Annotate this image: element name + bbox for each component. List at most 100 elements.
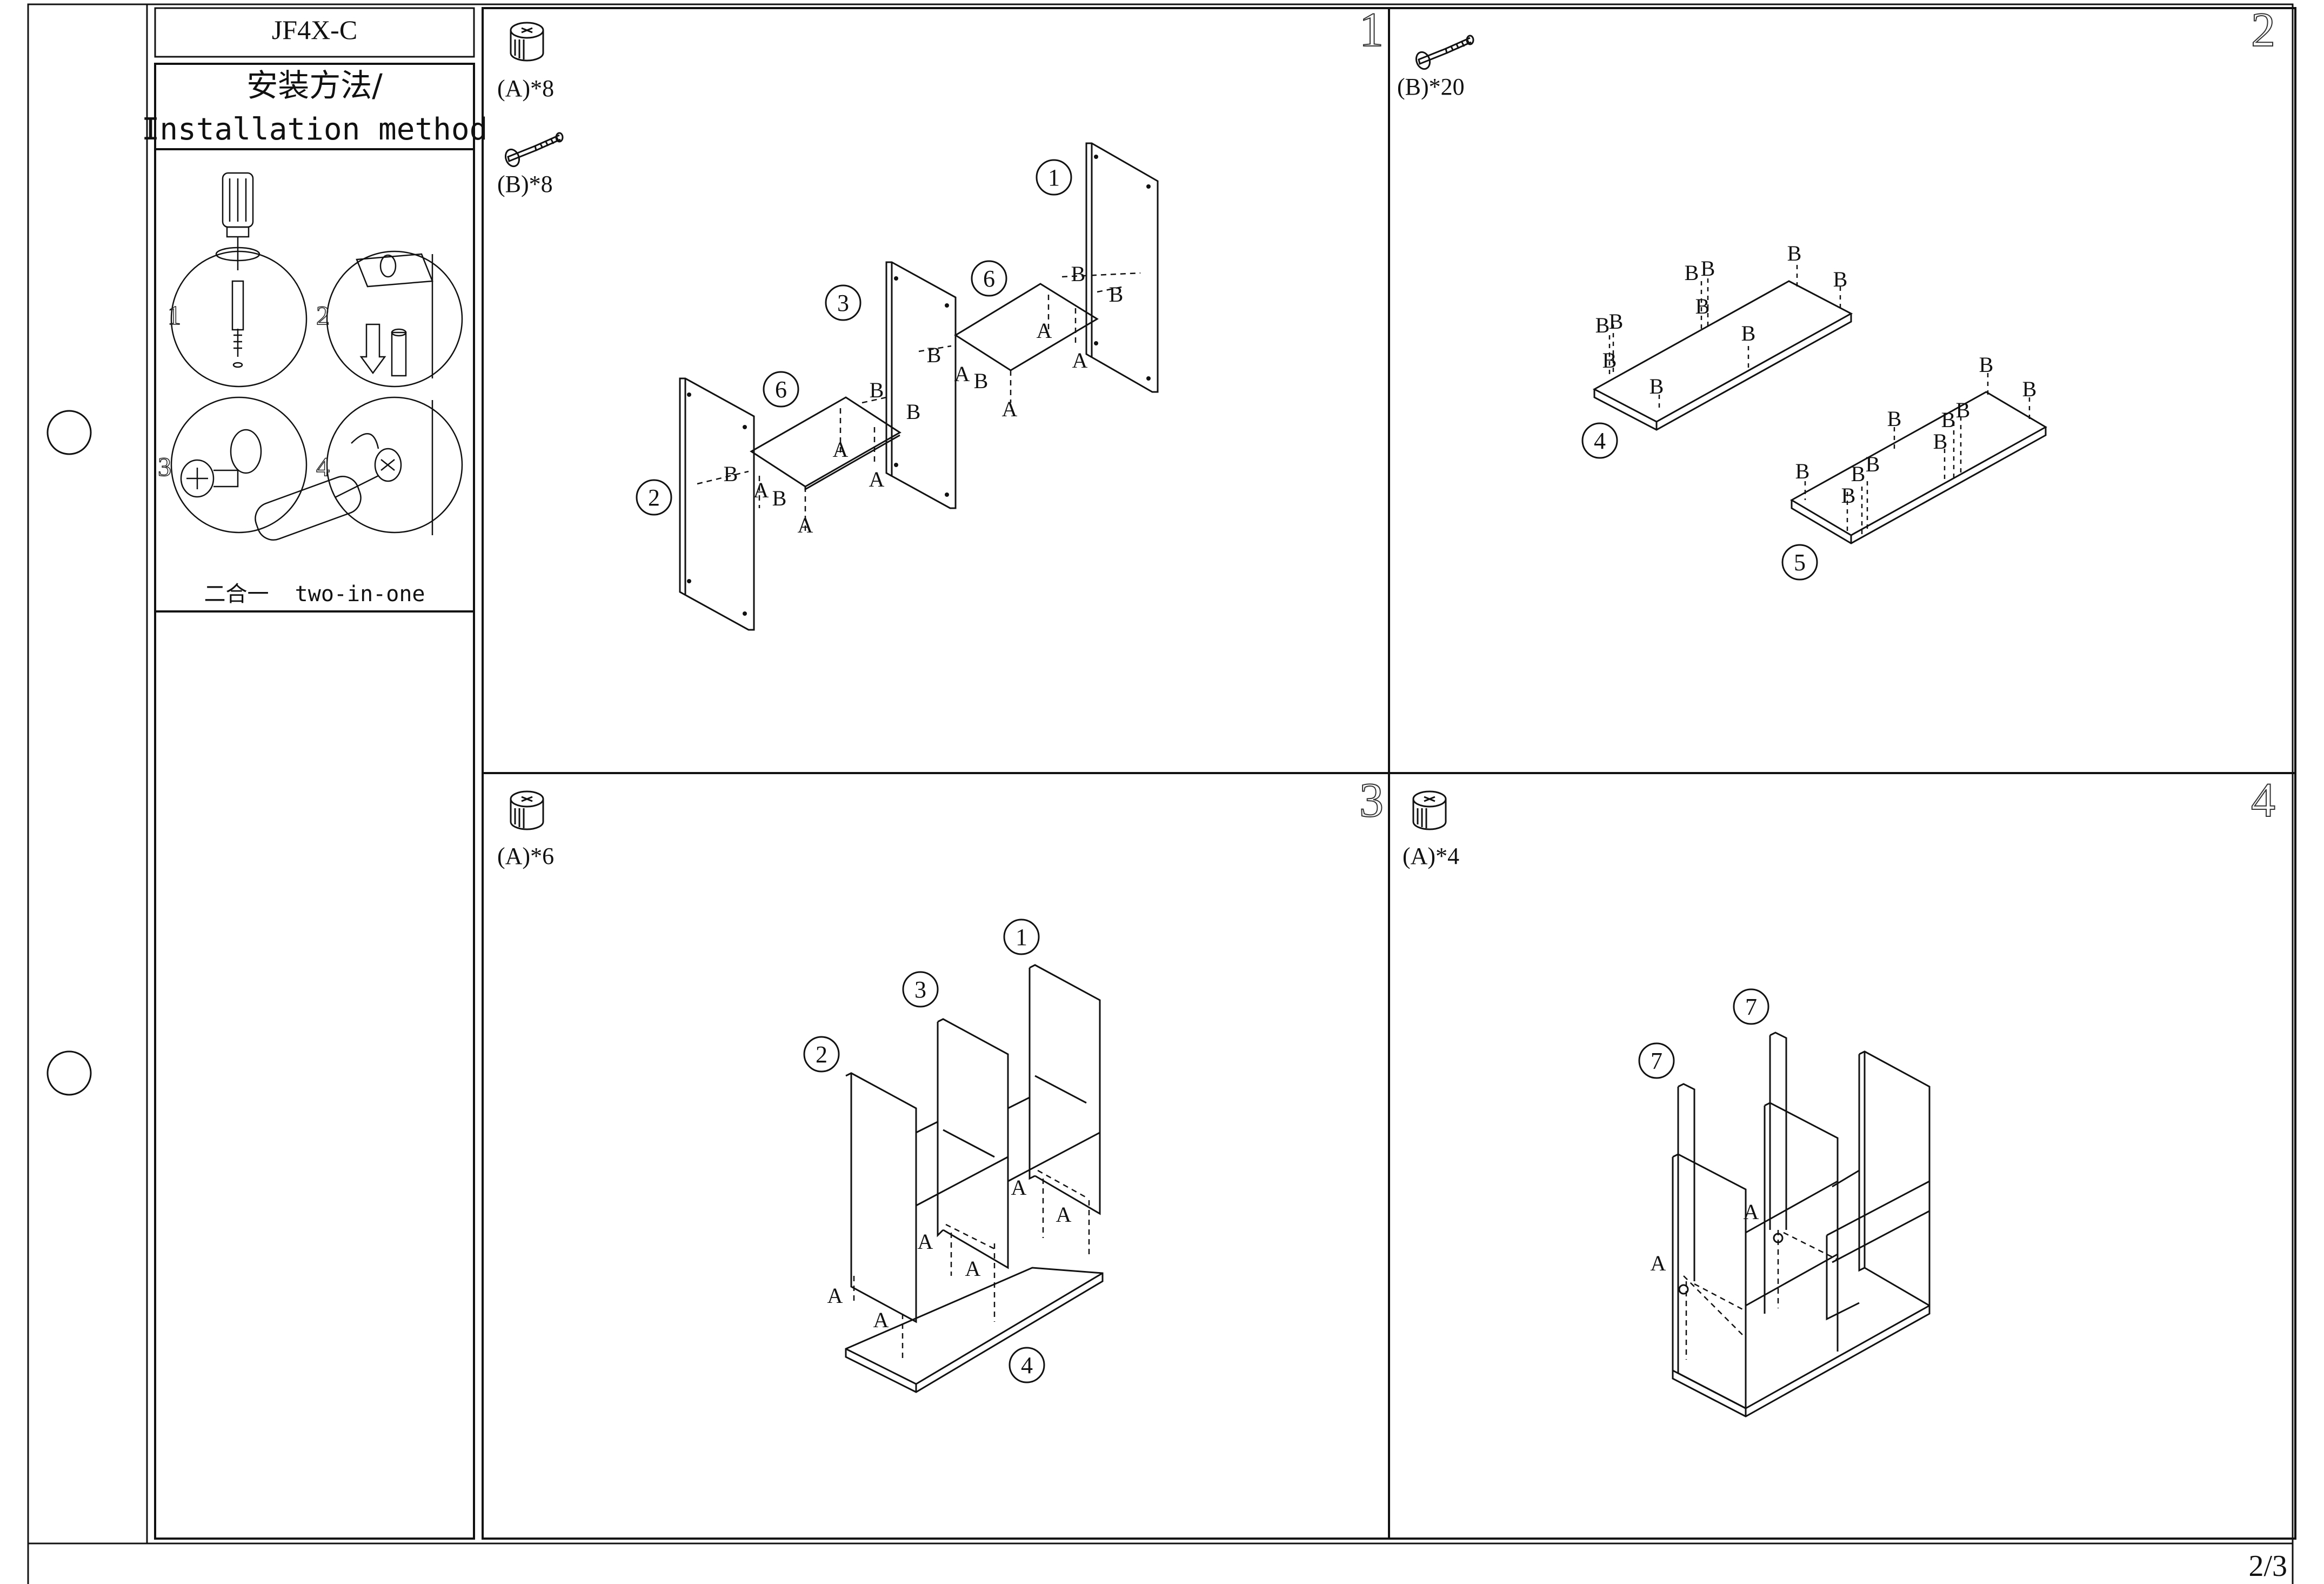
- part-number: 2: [816, 1041, 827, 1068]
- hole-label-b: B: [1595, 313, 1610, 337]
- hole-label-b: B: [1795, 459, 1810, 483]
- hole-label-a: A: [1037, 318, 1052, 343]
- hole-label-a: A: [1651, 1251, 1666, 1275]
- cam-bolt-b-icon: [504, 132, 564, 168]
- method-illustration-box: [154, 148, 475, 613]
- hole-label-a: A: [965, 1256, 981, 1281]
- callout-3: [825, 284, 862, 321]
- connector-7-left: [1678, 1083, 1695, 1281]
- hole-label-b: B: [1833, 267, 1848, 291]
- part-number: 5: [1794, 549, 1806, 576]
- page-number: 2/3: [2248, 1549, 2287, 1583]
- callout-7-right: [1733, 988, 1769, 1025]
- hole-label-b: B: [1071, 262, 1086, 286]
- panel-4: [1592, 280, 1853, 423]
- step-number-2: 2: [2251, 3, 2275, 57]
- hole-label-b: B: [927, 343, 941, 367]
- shelf-6-left: [750, 396, 901, 488]
- hole-label-b: B: [1685, 261, 1699, 285]
- step2-diagram: [1592, 265, 2048, 544]
- panel-2: [845, 1072, 917, 1323]
- hole-label-a: A: [753, 478, 769, 502]
- callout-2: [803, 1036, 840, 1073]
- panel-2: [679, 377, 755, 631]
- hole-label-b: B: [1695, 294, 1710, 318]
- hole-label-b: B: [1602, 348, 1617, 372]
- panel-2: [1672, 1153, 1747, 1410]
- substep-number-4: 4: [316, 451, 330, 482]
- hole-label-b: B: [1741, 321, 1756, 345]
- hole-label-b: B: [1956, 398, 1971, 422]
- hole-label-b: B: [1887, 407, 1902, 431]
- step-number-4: 4: [2251, 774, 2275, 827]
- outer-frame: [27, 3, 2294, 1584]
- step-number-3: 3: [1359, 774, 1384, 827]
- step4-diagram: [1672, 1031, 1931, 1417]
- base-panel-4: [845, 1267, 1104, 1393]
- panel-1: [1029, 964, 1101, 1215]
- cam-bolt-b-icon: [1415, 35, 1474, 70]
- hole-label-b: B: [1941, 408, 1956, 432]
- step-number-1: 1: [1359, 3, 1384, 57]
- hardware-label-step1-a: (A)*8: [497, 75, 554, 102]
- connector-7-right: [1769, 1031, 1787, 1230]
- substep-circle-1: [170, 250, 308, 388]
- hole-label-b: B: [870, 378, 884, 402]
- part-number: 3: [837, 290, 849, 316]
- cam-lock-a-icon: [510, 22, 544, 62]
- step3-diagram: [845, 964, 1104, 1393]
- shelf-6-right: [954, 283, 1099, 371]
- hole-label-b: B: [906, 400, 921, 424]
- part-number: 7: [1745, 994, 1757, 1020]
- callout-2: [636, 479, 672, 516]
- callout-5: [1781, 544, 1818, 581]
- hardware-label-step1-b: (B)*8: [497, 171, 553, 197]
- hole-label-a: A: [1011, 1175, 1027, 1200]
- hole-label-a: A: [918, 1229, 933, 1254]
- hole-label-b: B: [724, 462, 738, 486]
- hole-label-b: B: [772, 486, 787, 510]
- callout-1: [1036, 159, 1072, 196]
- panel-5: [1789, 391, 2048, 536]
- cam-bolt-icon: [231, 280, 244, 368]
- substep-circle-3: [170, 396, 308, 534]
- hole-label-a: A: [827, 1283, 843, 1308]
- notes-box: [154, 610, 475, 1540]
- panel-3: [885, 261, 957, 509]
- hardware-label-step2-b: (B)*20: [1397, 74, 1465, 100]
- binder-hole-top: [46, 410, 92, 455]
- hardware-label-step3-a: (A)*6: [497, 843, 554, 869]
- hole-label-a: A: [833, 437, 849, 462]
- hole-label-b: B: [1866, 452, 1880, 476]
- hole-label-a: A: [873, 1308, 889, 1332]
- substep-number-1: 1: [168, 300, 181, 330]
- part-number: 7: [1651, 1048, 1662, 1074]
- hole-label-b: B: [1701, 256, 1715, 281]
- hole-label-b: B: [1609, 309, 1624, 334]
- hole-label-b: B: [1851, 462, 1866, 486]
- substep-circle-2: [326, 250, 463, 388]
- hole-label-b: B: [1787, 241, 1802, 265]
- callout-4: [1581, 422, 1618, 459]
- panel-3: [1764, 1102, 1839, 1352]
- method-caption: 二合一 two-in-one: [204, 582, 425, 607]
- part-number: 4: [1594, 428, 1606, 454]
- panel-1: [1085, 142, 1159, 393]
- part-number: 3: [914, 976, 926, 1003]
- part-number: 6: [775, 376, 787, 403]
- binder-hole-bottom: [46, 1050, 92, 1096]
- model-box: [154, 7, 475, 58]
- hole-label-a: A: [1744, 1200, 1759, 1224]
- method-illustration: [170, 172, 463, 541]
- hole-label-b: B: [2022, 377, 2037, 401]
- part-number: 2: [648, 484, 660, 511]
- hole-label-a: A: [869, 467, 885, 491]
- callout-6-left: [763, 371, 799, 408]
- hole-label-b: B: [1649, 374, 1664, 398]
- cam-lock-a-icon: [1412, 790, 1447, 830]
- part-number: 1: [1016, 924, 1027, 950]
- hole-label-a: A: [1056, 1202, 1072, 1227]
- method-title-en: Installation method: [142, 112, 488, 147]
- callout-7-left: [1638, 1042, 1675, 1079]
